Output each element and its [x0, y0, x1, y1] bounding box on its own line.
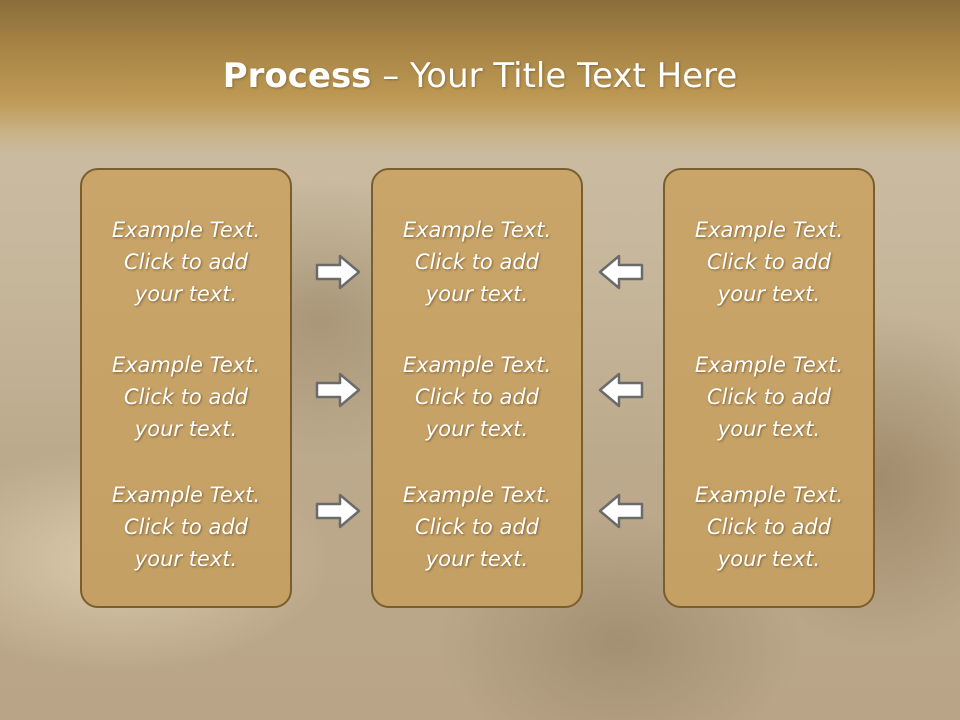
text-line: Example Text.: [402, 218, 552, 242]
text-line: Example Text.: [111, 218, 261, 242]
text-line: Click to add: [706, 385, 831, 409]
arrow-right-icon[interactable]: [314, 491, 362, 531]
text-line: Example Text.: [694, 353, 844, 377]
process-box-middle[interactable]: Example Text. Click to add your text. Ex…: [371, 168, 583, 608]
arrow-right-icon[interactable]: [314, 370, 362, 410]
text-line: Click to add: [706, 515, 831, 539]
text-line: your text.: [134, 547, 238, 571]
text-line: your text.: [717, 417, 821, 441]
text-line: Click to add: [414, 385, 539, 409]
text-line: your text.: [717, 282, 821, 306]
text-block[interactable]: Example Text. Click to add your text.: [82, 479, 290, 575]
process-box-right[interactable]: Example Text. Click to add your text. Ex…: [663, 168, 875, 608]
text-line: your text.: [717, 547, 821, 571]
process-box-left[interactable]: Example Text. Click to add your text. Ex…: [80, 168, 292, 608]
text-line: your text.: [134, 282, 238, 306]
text-line: Example Text.: [111, 483, 261, 507]
text-line: your text.: [425, 417, 529, 441]
arrow-left-icon[interactable]: [597, 491, 645, 531]
text-line: your text.: [425, 547, 529, 571]
text-block[interactable]: Example Text. Click to add your text.: [373, 479, 581, 575]
text-line: Click to add: [123, 515, 248, 539]
text-block[interactable]: Example Text. Click to add your text.: [373, 214, 581, 310]
text-block[interactable]: Example Text. Click to add your text.: [665, 349, 873, 445]
text-block[interactable]: Example Text. Click to add your text.: [82, 349, 290, 445]
text-line: Click to add: [123, 385, 248, 409]
arrow-right-icon[interactable]: [314, 252, 362, 292]
text-line: Click to add: [706, 250, 831, 274]
text-line: your text.: [425, 282, 529, 306]
text-line: Click to add: [414, 250, 539, 274]
arrow-left-icon[interactable]: [597, 252, 645, 292]
text-line: Example Text.: [694, 218, 844, 242]
title-band: [0, 0, 960, 155]
text-line: Example Text.: [402, 353, 552, 377]
text-line: Click to add: [123, 250, 248, 274]
text-line: Click to add: [414, 515, 539, 539]
title-rest: – Your Title Text Here: [371, 56, 738, 96]
text-block[interactable]: Example Text. Click to add your text.: [665, 479, 873, 575]
slide-title[interactable]: Process – Your Title Text Here: [0, 52, 960, 100]
text-block[interactable]: Example Text. Click to add your text.: [373, 349, 581, 445]
text-block[interactable]: Example Text. Click to add your text.: [82, 214, 290, 310]
arrow-left-icon[interactable]: [597, 370, 645, 410]
text-block[interactable]: Example Text. Click to add your text.: [665, 214, 873, 310]
text-line: Example Text.: [111, 353, 261, 377]
text-line: Example Text.: [694, 483, 844, 507]
text-line: Example Text.: [402, 483, 552, 507]
title-bold: Process: [222, 56, 372, 96]
text-line: your text.: [134, 417, 238, 441]
